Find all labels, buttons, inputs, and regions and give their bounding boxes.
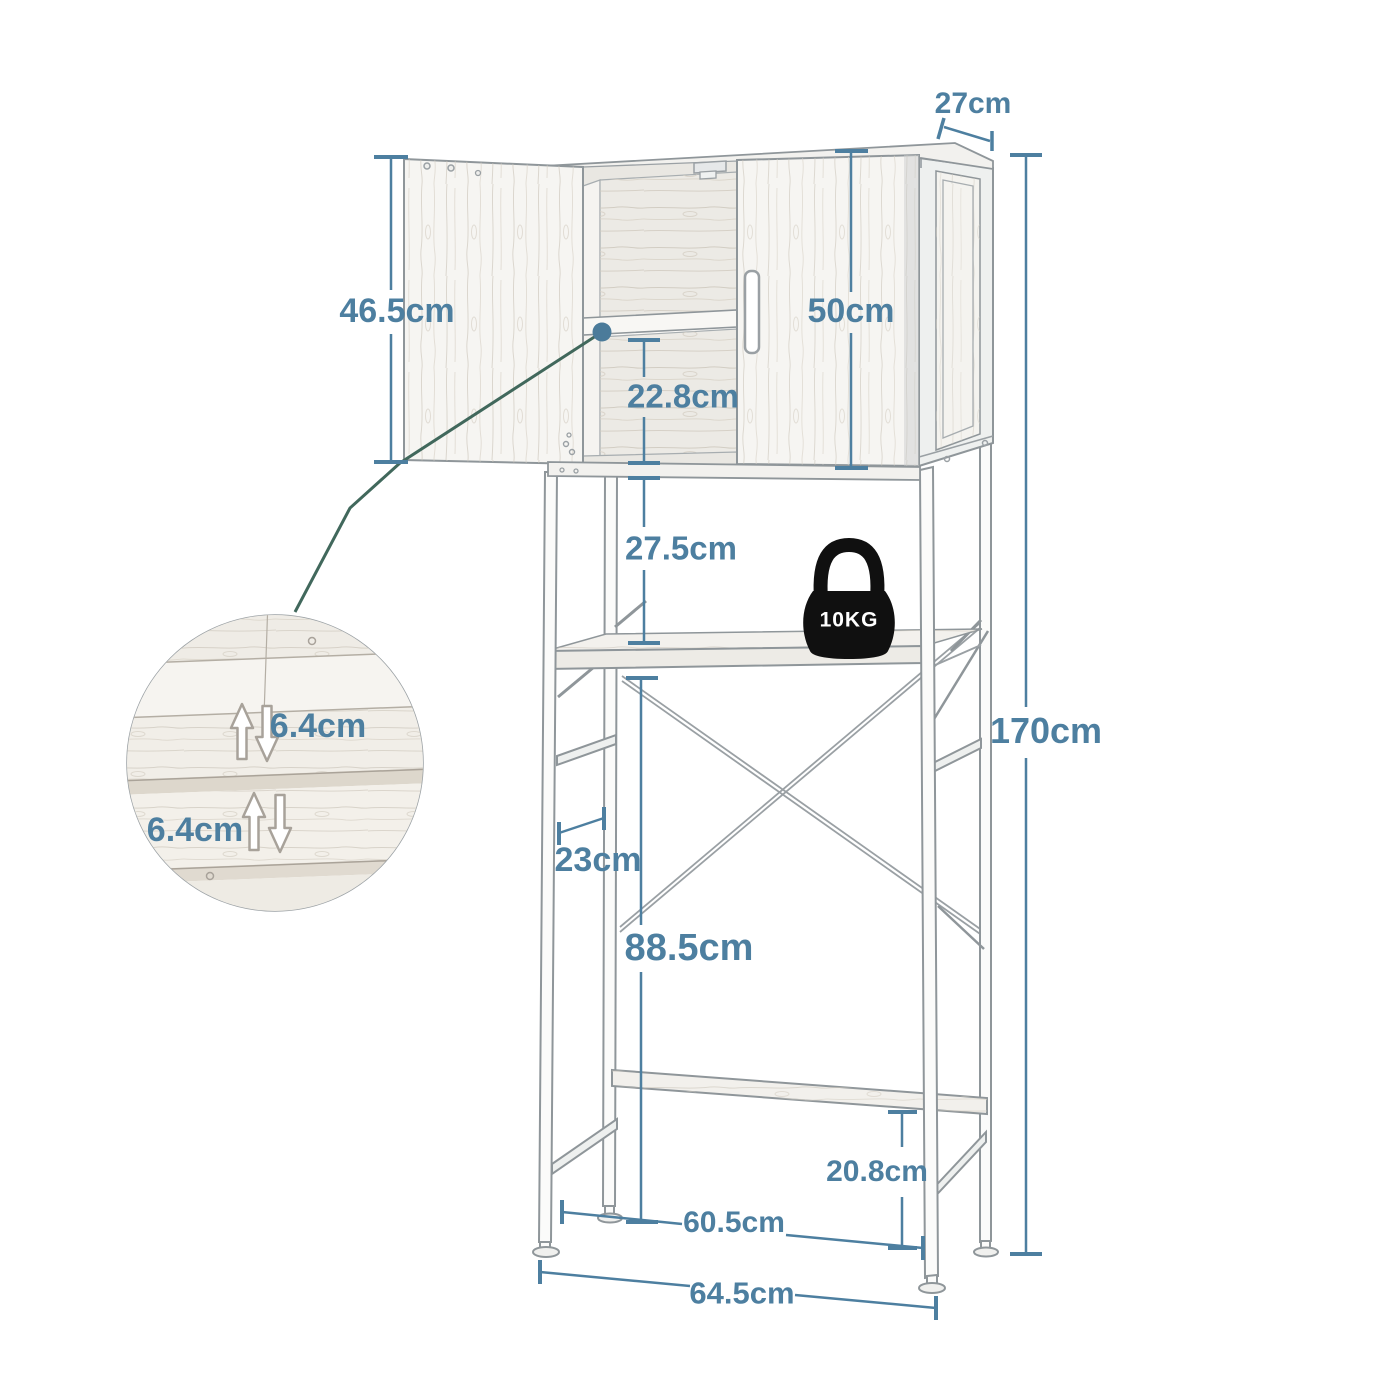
down-arrow-icon [254, 704, 280, 763]
front-legs [532, 465, 946, 1294]
dim-lower-compartment-label: 22.8cm [627, 377, 739, 415]
door-screw [566, 432, 572, 438]
dimline-outer-width [538, 1260, 938, 1320]
side-rails-and-braces [551, 599, 990, 1207]
front-left-foot [532, 1246, 560, 1258]
middle-shelf [545, 628, 983, 671]
back-right-leg [979, 440, 992, 1244]
back-left-leg [601, 473, 619, 1207]
detail-upper-adjustment-label: 6.4cm [269, 707, 367, 745]
closed-right-door [736, 153, 920, 468]
dim-inner-width-label: 60.5cm [683, 1206, 785, 1239]
dimline-inner-width [560, 1200, 925, 1260]
cabinet [403, 142, 994, 481]
left-side-rail [556, 733, 617, 767]
dim-top-depth-label: 27cm [934, 87, 1012, 120]
leader-line [293, 330, 603, 613]
dimline-lower-compartment [628, 338, 660, 465]
plank-screw [307, 636, 317, 646]
door-screw [568, 448, 576, 456]
front-right-foot [918, 1282, 946, 1294]
dimline-total-height [1010, 153, 1042, 1256]
right-corner-brace [949, 618, 983, 653]
bottom-screw [573, 468, 579, 474]
up-arrow-icon [229, 702, 255, 761]
rear-bottom-bar [611, 1068, 988, 1116]
dimline-cabinet-height [835, 149, 868, 470]
side-screw [981, 439, 989, 447]
dimline-door-height [374, 155, 408, 464]
dim-total-height-label: 170cm [989, 710, 1103, 751]
dim-door-height-label: 46.5cm [339, 292, 455, 330]
height-adjust-arrows-icon [229, 702, 293, 854]
door-handle [743, 269, 761, 355]
bottom-screw [559, 467, 565, 473]
dimline-gap [628, 476, 660, 645]
magnified-wood-planks [127, 615, 423, 911]
up-arrow-icon [241, 791, 267, 852]
right-lower-diagonal-brace [937, 905, 985, 950]
dim-gap-label: 27.5cm [625, 529, 737, 567]
dim-frame-depth-label: 23cm [554, 841, 642, 879]
hinge-bracket-inner [699, 170, 717, 180]
dim-rear-bar-label: 20.8cm [826, 1155, 928, 1188]
kettlebell-weight-icon [803, 537, 895, 659]
side-screw [943, 455, 951, 463]
down-arrow-icon [267, 793, 293, 854]
dimline-top-depth [936, 117, 994, 151]
plank-screw [205, 871, 215, 881]
door-screw [447, 164, 455, 172]
dimline-frame-depth [557, 807, 606, 845]
right-side-rail [932, 737, 982, 774]
detail-callout [126, 322, 612, 912]
door-screw [474, 169, 482, 177]
hinge-bracket [693, 160, 727, 174]
open-left-door [403, 157, 584, 466]
door-screw [423, 162, 431, 170]
dimension-lines [374, 117, 1042, 1320]
detail-lower-adjustment-label: 6.4cm [146, 811, 244, 849]
load-capacity-badge: 10KG [819, 608, 879, 632]
back-right-foot [973, 1246, 999, 1258]
dim-cabinet-height-label: 50cm [807, 292, 895, 330]
dim-floor-to-shelf-label: 88.5cm [624, 927, 754, 969]
cabinet-side-panel-inner [942, 179, 974, 439]
dim-outer-width-label: 64.5cm [689, 1275, 795, 1311]
cabinet-bottom-band [547, 461, 921, 481]
door-screw [562, 440, 570, 448]
left-corner-brace [614, 599, 647, 629]
leader-dot [592, 322, 612, 342]
door-edge-shadow [904, 155, 919, 466]
